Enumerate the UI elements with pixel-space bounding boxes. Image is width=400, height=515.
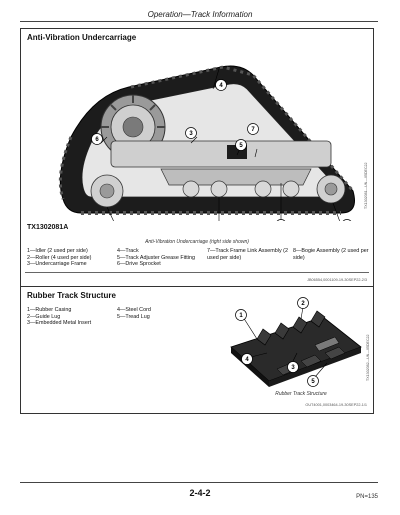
legend-item: 5—Tread Lug	[117, 313, 150, 320]
callout-7: 7	[251, 127, 255, 133]
section-title: Rubber Track Structure	[27, 291, 116, 300]
footer-divider	[20, 482, 378, 483]
reference-code: OUT4001,0003464-19-30SEP22-1/1	[305, 403, 367, 407]
legend-item: 5—Track Adjuster Grease Fitting	[117, 254, 195, 261]
figure-caption: Anti-Vibration Undercarriage (right side…	[145, 239, 249, 245]
section-divider	[25, 272, 369, 273]
legend-item: 3—Undercarriage Frame	[27, 261, 87, 268]
callout-5: 5	[311, 379, 315, 385]
legend-column-2: 4—Steel Cord 5—Tread Lug	[117, 307, 151, 320]
legend-item: 3—Embedded Metal Insert	[27, 320, 92, 327]
legend-item: used per side)	[207, 254, 242, 261]
callout-3: 3	[189, 131, 193, 137]
callout-5: 5	[239, 143, 243, 149]
section-rubber-track-structure: Rubber Track Structure 1—Rubber Casing 2…	[20, 286, 374, 414]
legend-column-4: 8—Bogie Assembly (2 used per side)	[293, 248, 369, 261]
callout-1: 1	[239, 313, 243, 319]
rubber-track-illustration: 1 2 4 3 5	[227, 295, 365, 391]
figure-id: TX1302081A	[27, 224, 69, 231]
callout-6: 6	[95, 137, 99, 143]
callout-4: 4	[219, 83, 223, 89]
section-title: Anti-Vibration Undercarriage	[27, 33, 137, 42]
legend-item: 4—Track	[117, 248, 139, 254]
legend-item: 4—Steel Cord	[117, 307, 151, 313]
legend-item: 1—Rubber Casing	[27, 307, 72, 313]
legend-item: side)	[293, 254, 305, 261]
legend-column-1: 1—Rubber Casing 2—Guide Lug 3—Embedded M…	[27, 307, 91, 327]
legend-column-1: 1—Idler (2 used per side) 2—Roller (4 us…	[27, 248, 91, 268]
page-header-title: Operation—Track Information	[147, 10, 253, 19]
figure-vertical-code: TX1302081—UN—05DEC22	[364, 162, 368, 209]
legend-column-2: 4—Track 5—Track Adjuster Grease Fitting …	[117, 248, 195, 268]
figure-vertical-code: TX1302082—UN—05DEC22	[366, 334, 370, 381]
figure-caption: Rubber Track Structure	[275, 391, 327, 397]
page-pn: PN=135	[356, 494, 378, 500]
legend-item: 7—Track Frame Link Assembly (2	[207, 248, 288, 254]
legend-item: 2—Roller (4 used per side)	[27, 254, 92, 261]
legend-item: 1—Idler (2 used per side)	[27, 248, 88, 254]
reference-code: JB06554,0001109-19-30SEP22-2/3	[307, 278, 367, 282]
callout-2: 2	[301, 301, 305, 307]
undercarriage-illustration: 4 3 5 6 7 1 2 8 1	[41, 45, 361, 221]
legend-item: 2—Guide Lug	[27, 313, 61, 320]
callout-3: 3	[291, 365, 295, 371]
section-anti-vibration-undercarriage: Anti-Vibration Undercarriage	[20, 28, 374, 292]
legend-item: 8—Bogie Assembly (2 used per	[293, 248, 369, 254]
legend-item: 6—Drive Sprocket	[117, 261, 161, 268]
callout-4: 4	[245, 357, 249, 363]
page-number: 2-4-2	[189, 488, 211, 498]
legend-column-3: 7—Track Frame Link Assembly (2 used per …	[207, 248, 288, 261]
header-divider	[20, 21, 378, 22]
